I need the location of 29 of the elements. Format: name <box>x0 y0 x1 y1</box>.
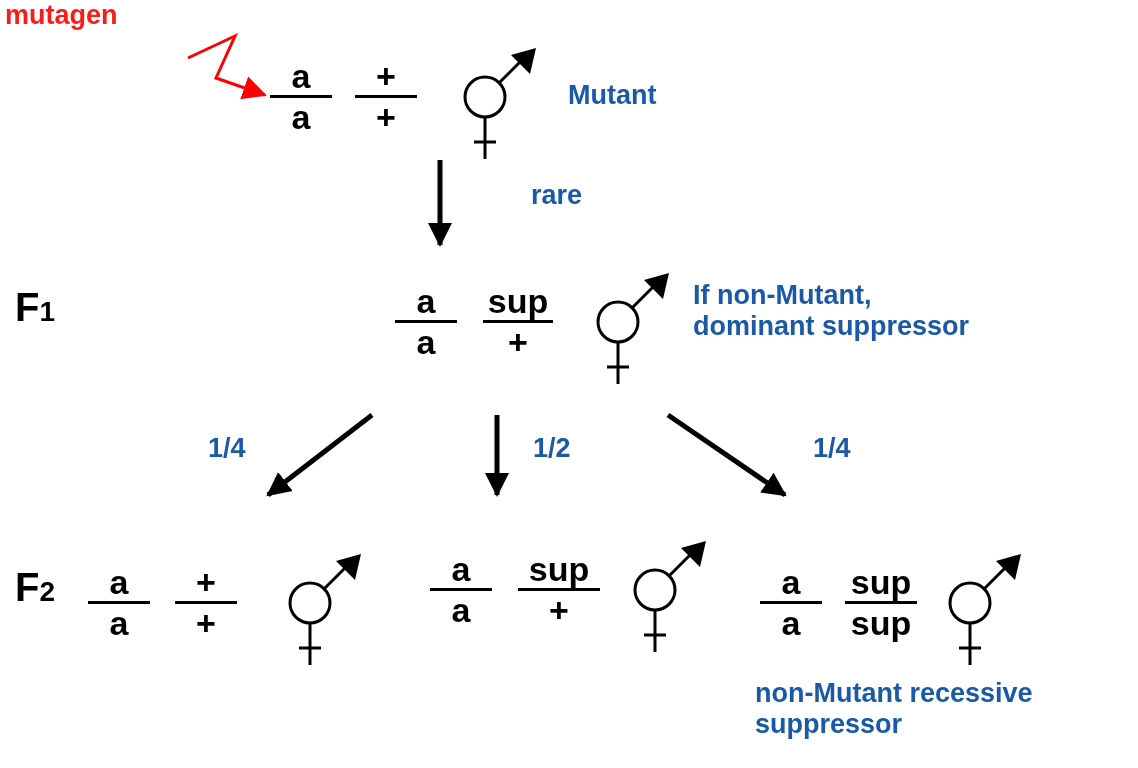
allele-label: + <box>508 323 528 361</box>
allele-label: + <box>196 604 216 642</box>
allele-label: + <box>376 57 396 95</box>
allele-label: sup <box>487 282 549 320</box>
allele-label: a <box>291 98 311 136</box>
arrow <box>428 160 452 247</box>
annotation-text: If non-Mutant, dominant suppressor <box>693 280 971 342</box>
allele-label: sup <box>850 604 912 642</box>
arrow <box>187 32 267 100</box>
allele-label: a <box>291 57 311 95</box>
allele-label: + <box>549 591 569 629</box>
arrow <box>485 415 509 497</box>
allele-label: a <box>781 563 801 601</box>
allele-label: a <box>416 323 436 361</box>
annotation-text: non-Mutant recessive suppressor <box>755 678 1034 740</box>
allele-label: a <box>451 591 471 629</box>
allele-label: + <box>376 98 396 136</box>
allele-label: a <box>109 563 129 601</box>
allele-label: a <box>416 282 436 320</box>
allele-label: + <box>196 563 216 601</box>
allele-label: a <box>109 604 129 642</box>
allele-label: a <box>781 604 801 642</box>
arrow <box>666 412 787 498</box>
allele-label: sup <box>850 563 912 601</box>
arrow <box>266 413 374 497</box>
allele-label: a <box>451 550 471 588</box>
annotation-text: Mutant <box>568 80 657 111</box>
label-text: mutagen <box>5 0 118 30</box>
allele-label: sup <box>528 550 590 588</box>
